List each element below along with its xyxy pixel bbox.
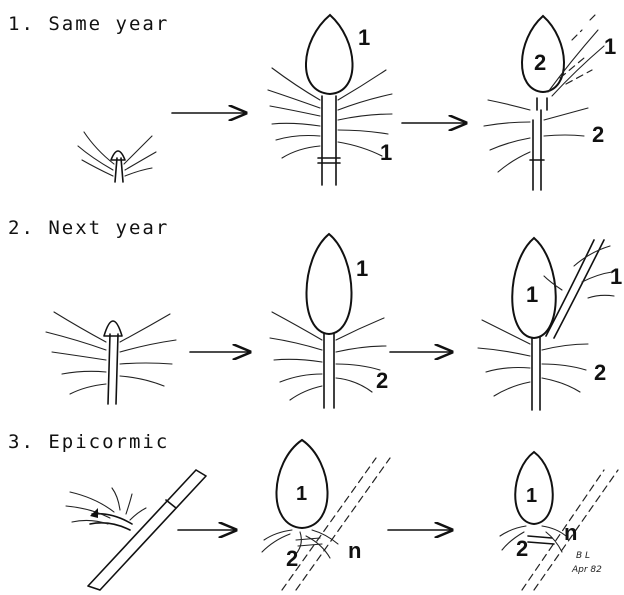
lateral-bud-label: 2 [534,50,546,75]
row-next-year: 2. Next year 1 2 1 1 2 [8,217,622,410]
row-title-same-year: 1. Same year [8,13,169,35]
segment-label-stage-3b: 2 [594,360,606,385]
row-same-year: 1. Same year 1 1 2 1 [8,13,616,190]
row-title-next-year: 2. Next year [8,217,169,239]
terminal-bud [306,15,353,94]
row-title-epicormic: 3. Epicormic [8,431,169,453]
shoot-with-terminal-bud: 1 1 [268,15,392,185]
shoot-with-lateral-shoot: 2 1 2 [484,14,616,190]
bud-label-stage-3: 1 [526,282,538,307]
segment-label: 1 [380,140,392,165]
row-epicormic: 3. Epicormic 1 2 n 1 2 [8,431,618,590]
dormant-shoot-tip [46,312,176,404]
node-label-epicormic: n [348,538,361,563]
segment-label-stage-3: 2 [592,122,604,147]
stem-label-epicormic: 2 [286,546,298,571]
epicormic-shoot-developed: 1 2 n B L Apr 82 [500,452,618,590]
stem-label-epicormic-stage-3: 2 [516,536,528,561]
lateral-label-stage-3: 1 [610,264,622,289]
bud-label-next-year: 1 [356,256,368,281]
bud-label-epicormic-stage-3: 1 [526,485,537,507]
lateral-shoot-label: 1 [604,34,616,59]
small-shoot-tip [78,132,156,182]
artist-initials: B L [576,551,590,561]
bud-label: 1 [358,25,370,50]
epicormic-bud-on-branch: 1 2 n [262,440,390,590]
bud-label-epicormic: 1 [296,483,307,505]
terminal-bud-next-year [306,234,351,334]
artist-date: Apr 82 [571,565,602,575]
shoot-with-new-bud: 1 2 [270,234,388,408]
node-label-epicormic-stage-3: n [564,520,577,545]
shoot-with-lateral-growth: 1 1 2 [478,238,622,410]
segment-label-next-year: 2 [376,368,388,393]
